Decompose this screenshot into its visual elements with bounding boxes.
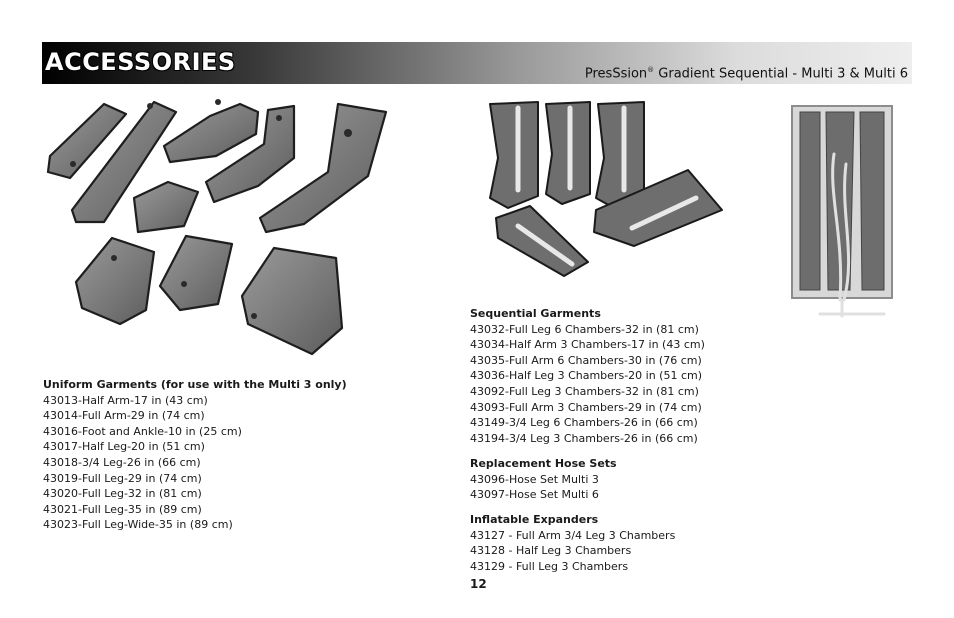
valve-icon	[181, 281, 187, 287]
header-subtitle: PresSsion® Gradient Sequential - Multi 3…	[585, 66, 908, 81]
valve-icon	[251, 313, 257, 319]
list-item: 43149-3/4 Leg 6 Chambers-26 in (66 cm)	[470, 416, 698, 430]
valve-icon	[276, 115, 282, 121]
garment-half-leg	[204, 104, 296, 204]
page-title: ACCESSORIES	[45, 48, 236, 76]
list-item: 43016-Foot and Ankle-10 in (25 cm)	[43, 424, 242, 438]
list-item: 43194-3/4 Leg 3 Chambers-26 in (66 cm)	[470, 431, 698, 445]
list-item: 43129 - Full Leg 3 Chambers	[470, 559, 629, 573]
garment-full-leg	[258, 102, 388, 234]
uniform-garments-section: Uniform Garments (for use with the Multi…	[43, 377, 443, 533]
list-item: 43127 - Full Arm 3/4 Leg 3 Chambers	[470, 528, 676, 542]
subtitle-brand: PresSsion	[584, 66, 648, 82]
garment-full-leg-long	[74, 236, 156, 326]
registered-mark: ®	[647, 66, 655, 74]
list-item: 43093-Full Arm 3 Chambers-29 in (74 cm)	[470, 400, 702, 414]
section-heading: Inflatable Expanders	[470, 513, 599, 526]
page-number: 12	[470, 577, 487, 591]
uniform-garments-photo	[46, 99, 388, 356]
zipper	[629, 195, 699, 231]
section-heading: Replacement Hose Sets	[470, 457, 617, 470]
hose-icon	[842, 162, 851, 302]
header-band: ACCESSORIES PresSsion® Gradient Sequenti…	[42, 42, 912, 84]
expander-chamber	[859, 111, 885, 291]
valve-icon	[70, 161, 76, 167]
list-item: 43097-Hose Set Multi 6	[470, 488, 599, 502]
replacement-hose-sets-section: Replacement Hose Sets 43096-Hose Set Mul…	[470, 456, 890, 503]
inflatable-expander-photo	[791, 105, 893, 318]
garment-full-leg-35	[158, 234, 234, 312]
valve-icon	[111, 255, 117, 261]
valve-icon	[344, 129, 352, 137]
list-item: 43019-Full Leg-29 in (74 cm)	[43, 471, 202, 485]
garment-full-arm	[70, 100, 178, 224]
garment-full-leg-wide	[240, 246, 344, 356]
zipper	[515, 223, 575, 267]
list-item: 43035-Full Arm 6 Chambers-30 in (76 cm)	[470, 353, 702, 367]
list-item: 43020-Full Leg-32 in (81 cm)	[43, 487, 202, 501]
sequential-garments-photo	[489, 101, 723, 277]
list-item: 43032-Full Leg 6 Chambers-32 in (81 cm)	[470, 322, 699, 336]
expander-chamber	[799, 111, 821, 291]
hose-icon	[831, 152, 843, 302]
garment-foot-ankle	[162, 102, 260, 164]
list-item: 43014-Full Arm-29 in (74 cm)	[43, 409, 205, 423]
section-heading: Sequential Garments	[470, 307, 601, 320]
garment-three-quarter-leg	[132, 180, 200, 234]
sequential-leg-1	[489, 101, 539, 209]
sequential-garments-section: Sequential Garments 43032-Full Leg 6 Cha…	[470, 306, 890, 446]
subtitle-text: Gradient Sequential - Multi 3 & Multi 6	[654, 66, 908, 82]
list-item: 43096-Hose Set Multi 3	[470, 472, 599, 486]
list-item: 43018-3/4 Leg-26 in (66 cm)	[43, 455, 201, 469]
list-item: 43034-Half Arm 3 Chambers-17 in (43 cm)	[470, 338, 705, 352]
list-item: 43013-Half Arm-17 in (43 cm)	[43, 393, 208, 407]
garment-half-arm	[46, 102, 128, 180]
section-heading: Uniform Garments (for use with the Multi…	[43, 378, 347, 391]
list-item: 43017-Half Leg-20 in (51 cm)	[43, 440, 205, 454]
list-item: 43021-Full Leg-35 in (89 cm)	[43, 502, 202, 516]
inflatable-expanders-section: Inflatable Expanders 43127 - Full Arm 3/…	[470, 512, 890, 574]
valve-icon	[147, 103, 153, 109]
sequential-leg-4	[593, 169, 723, 247]
list-item: 43092-Full Leg 3 Chambers-32 in (81 cm)	[470, 384, 699, 398]
list-item: 43023-Full Leg-Wide-35 in (89 cm)	[43, 518, 233, 532]
list-item: 43128 - Half Leg 3 Chambers	[470, 544, 632, 558]
list-item: 43036-Half Leg 3 Chambers-20 in (51 cm)	[470, 369, 703, 383]
valve-icon	[215, 99, 221, 105]
